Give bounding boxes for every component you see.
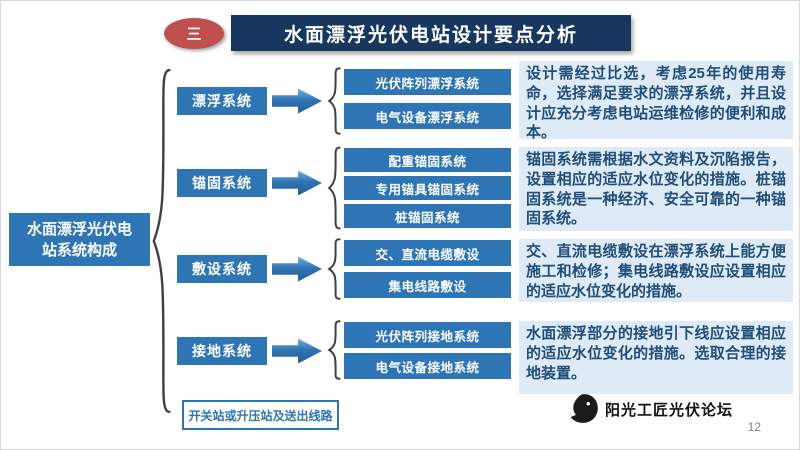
description-box-laying: 交、直流电缆敷设在漂浮系统上能方便施工和检修；集电线路敷设应设置相应的适应水位变… (519, 239, 793, 302)
description-box-floating: 设计需经过比选，考虑25年的使用寿命，选择满足要求的漂浮系统，并且设计应充分考虑… (519, 61, 793, 141)
row-curly-brace-icon (326, 146, 342, 230)
right-arrow-icon (272, 256, 322, 282)
sub-system-box: 电气设备接地系统 (344, 353, 511, 379)
right-arrow-icon (272, 88, 322, 114)
row-curly-brace-icon (326, 238, 342, 300)
sub-system-box: 光伏阵列漂浮系统 (344, 69, 511, 95)
page-number: 12 (747, 420, 761, 434)
system-box-anchoring: 锚固系统 (177, 169, 267, 197)
sub-system-box: 集电线路敷设 (344, 272, 511, 298)
sub-system-box: 桩锚固系统 (344, 204, 511, 228)
right-arrow-icon (272, 338, 322, 364)
slide-title: 水面漂浮光伏电站设计要点分析 (231, 15, 631, 51)
row-curly-brace-icon (326, 320, 342, 380)
main-curly-brace-icon (149, 63, 173, 419)
system-box-laying: 敷设系统 (177, 255, 267, 283)
system-box-floating: 漂浮系统 (177, 87, 267, 115)
description-box-anchoring: 锚固系统需根据水文资料及沉陷报告，设置相应的适应水位变化的措施。桩锚固系统是一种… (519, 147, 793, 231)
system-box-grounding: 接地系统 (177, 337, 267, 365)
forum-name: 阳光工匠光伏论坛 (605, 402, 734, 419)
sub-system-box: 专用锚具锚固系统 (344, 176, 511, 200)
sub-system-box: 光伏阵列接地系统 (344, 322, 511, 348)
switch-station-box: 开关站或升压站及送出线路 (182, 400, 339, 430)
forum-logo-icon (570, 394, 598, 423)
sub-system-box: 配重锚固系统 (344, 148, 511, 172)
sub-system-box: 交、直流电缆敷设 (344, 240, 511, 266)
section-number-badge: 三 (164, 18, 224, 49)
row-curly-brace-icon (326, 67, 342, 135)
system-composition-label: 水面漂浮光伏电站系统构成 (9, 213, 150, 266)
sub-system-box: 电气设备漂浮系统 (344, 103, 511, 129)
right-arrow-icon (272, 170, 322, 196)
description-box-grounding: 水面漂浮部分的接地引下线应设置相应的适应水位变化的措施。选取合理的接地装置。 (519, 321, 793, 394)
